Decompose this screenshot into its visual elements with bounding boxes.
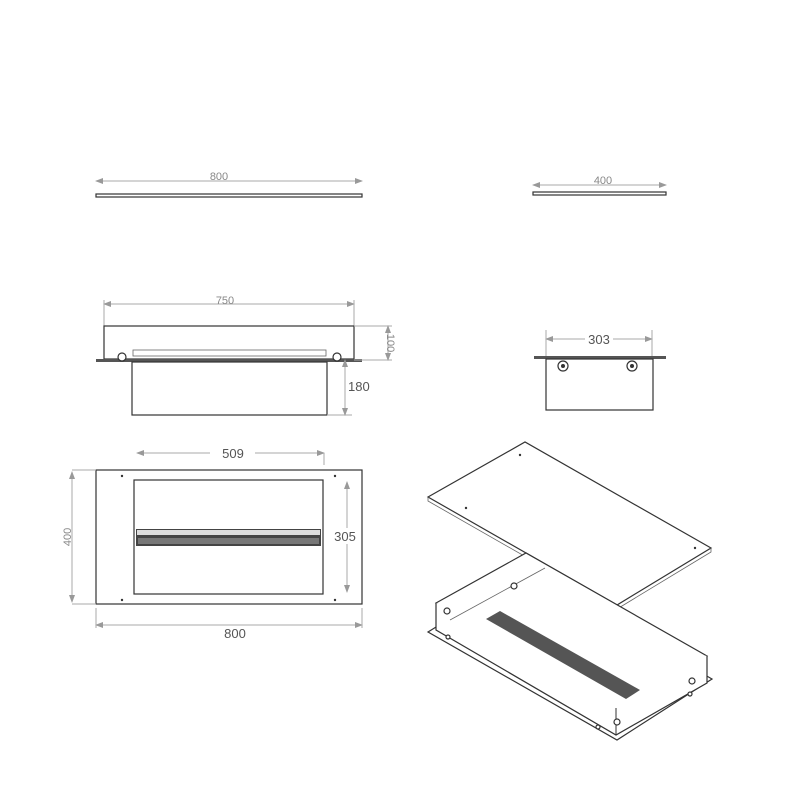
- burner-box: [131, 361, 328, 416]
- side-elevation: 303: [534, 330, 666, 411]
- dimension-label: 180: [348, 379, 370, 394]
- plate: [532, 191, 667, 196]
- flange: [96, 359, 362, 362]
- dimension-label: 400: [62, 528, 74, 546]
- flange: [534, 356, 666, 359]
- plate: [95, 193, 363, 198]
- dimension-label: 305: [334, 529, 356, 544]
- dimension-label: 509: [222, 446, 244, 461]
- dimension-label: 400: [594, 175, 612, 187]
- plate-side-view: 400: [532, 175, 667, 196]
- dimension-label: 750: [216, 295, 234, 307]
- dimension-label: 800: [210, 171, 228, 183]
- plate-top-view: 800: [95, 171, 363, 198]
- dimension-label: 100: [384, 334, 396, 352]
- dimension-label: 303: [588, 332, 610, 347]
- burner-strip: [486, 611, 640, 699]
- front-elevation: 750 100 180: [96, 295, 396, 416]
- plan-view: 509 305 400 800: [62, 446, 363, 641]
- top-lid: [103, 325, 355, 360]
- isometric-view: [426, 441, 714, 741]
- dimension-label: 800: [224, 626, 246, 641]
